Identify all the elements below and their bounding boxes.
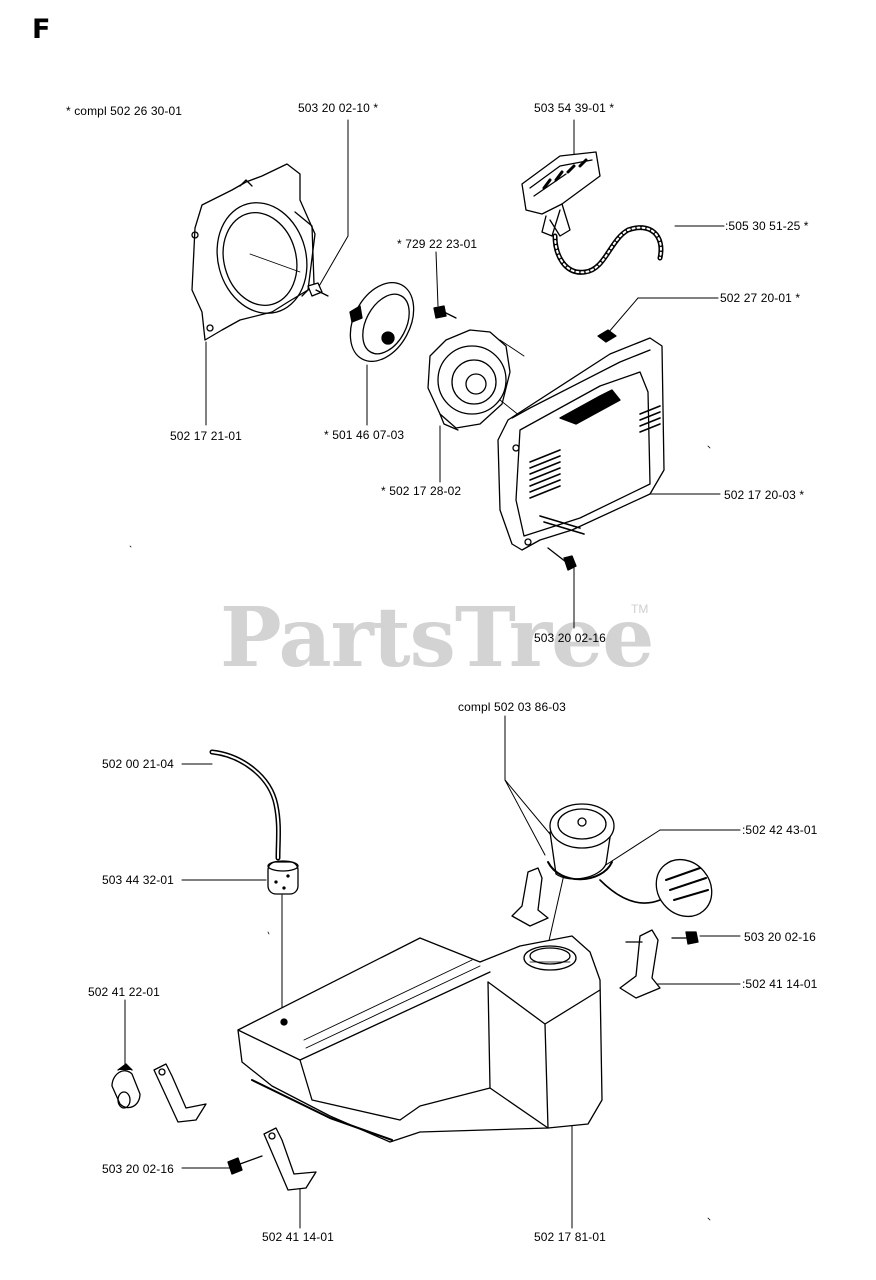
label-501-46-07-03: * 501 46 07-03	[324, 428, 405, 442]
leader-lines-lower	[124, 715, 741, 1229]
label-729-22-23-01: * 729 22 23-01	[397, 237, 478, 251]
recoil-spring-housing	[427, 329, 525, 431]
fuel-filter	[267, 860, 299, 895]
label-503-20-02-10: 503 20 02-10 *	[298, 101, 379, 115]
starter-pulley	[349, 282, 415, 362]
starter-housing-cover	[191, 163, 316, 341]
label-502-27-20-01: 502 27 20-01 *	[720, 291, 801, 305]
label-502-17-81-01: 502 17 81-01	[534, 1230, 606, 1244]
label-502-17-28-02: * 502 17 28-02	[381, 484, 462, 498]
label-503-20-02-16-bottom: 503 20 02-16	[102, 1162, 174, 1176]
label-503-20-02-16-right: 503 20 02-16	[744, 930, 816, 944]
label-502-17-20-03: 502 17 20-03 *	[724, 488, 805, 502]
watermark: PartsTree	[220, 590, 654, 686]
starter-housing	[497, 337, 665, 551]
label-502-42-43-01: :502 42 43-01	[742, 823, 818, 837]
label-502-00-21-04: 502 00 21-04	[102, 757, 174, 771]
fuel-hose	[209, 749, 281, 861]
screw-503-20-02-16-right	[671, 931, 699, 945]
label-502-41-14-01-right: :502 41 14-01	[742, 977, 818, 991]
label-503-20-02-16-top: 503 20 02-16	[534, 631, 606, 645]
watermark-trademark: TM	[631, 602, 649, 616]
clip-502-27-20-01	[597, 329, 617, 343]
clamp	[111, 1063, 141, 1109]
label-503-54-39-01: 503 54 39-01 *	[534, 101, 615, 115]
starter-handle	[521, 151, 601, 237]
fuel-cap	[547, 803, 615, 881]
screw-503-20-02-16-top	[547, 547, 577, 571]
bracket-right	[619, 929, 661, 999]
leader-lines-upper	[205, 119, 725, 629]
starter-cord	[552, 225, 664, 275]
cap-retainer	[599, 858, 713, 918]
label-503-44-32-01: 503 44 32-01	[102, 873, 174, 887]
label-compl-502-03-86-03: compl 502 03 86-03	[458, 700, 566, 714]
bracket-upper-center	[511, 867, 549, 927]
screw-503-20-02-10	[307, 282, 329, 297]
label-compl-502-26-30-01: * compl 502 26 30-01	[66, 104, 183, 118]
label-502-41-14-01-bottom: 502 41 14-01	[262, 1230, 334, 1244]
fuel-tank	[237, 935, 603, 1143]
scan-specks	[129, 445, 711, 1221]
label-502-17-21-01: 502 17 21-01	[170, 429, 242, 443]
section-letter: F	[32, 14, 51, 45]
screw-729-22-23-01	[433, 305, 457, 319]
label-502-41-22-01: 502 41 22-01	[88, 985, 160, 999]
label-505-30-51-25: :505 30 51-25 *	[725, 219, 809, 233]
screw-503-20-02-16-bottom	[227, 1155, 263, 1175]
bracket-left	[153, 1063, 207, 1123]
bracket-bottom	[263, 1127, 317, 1191]
